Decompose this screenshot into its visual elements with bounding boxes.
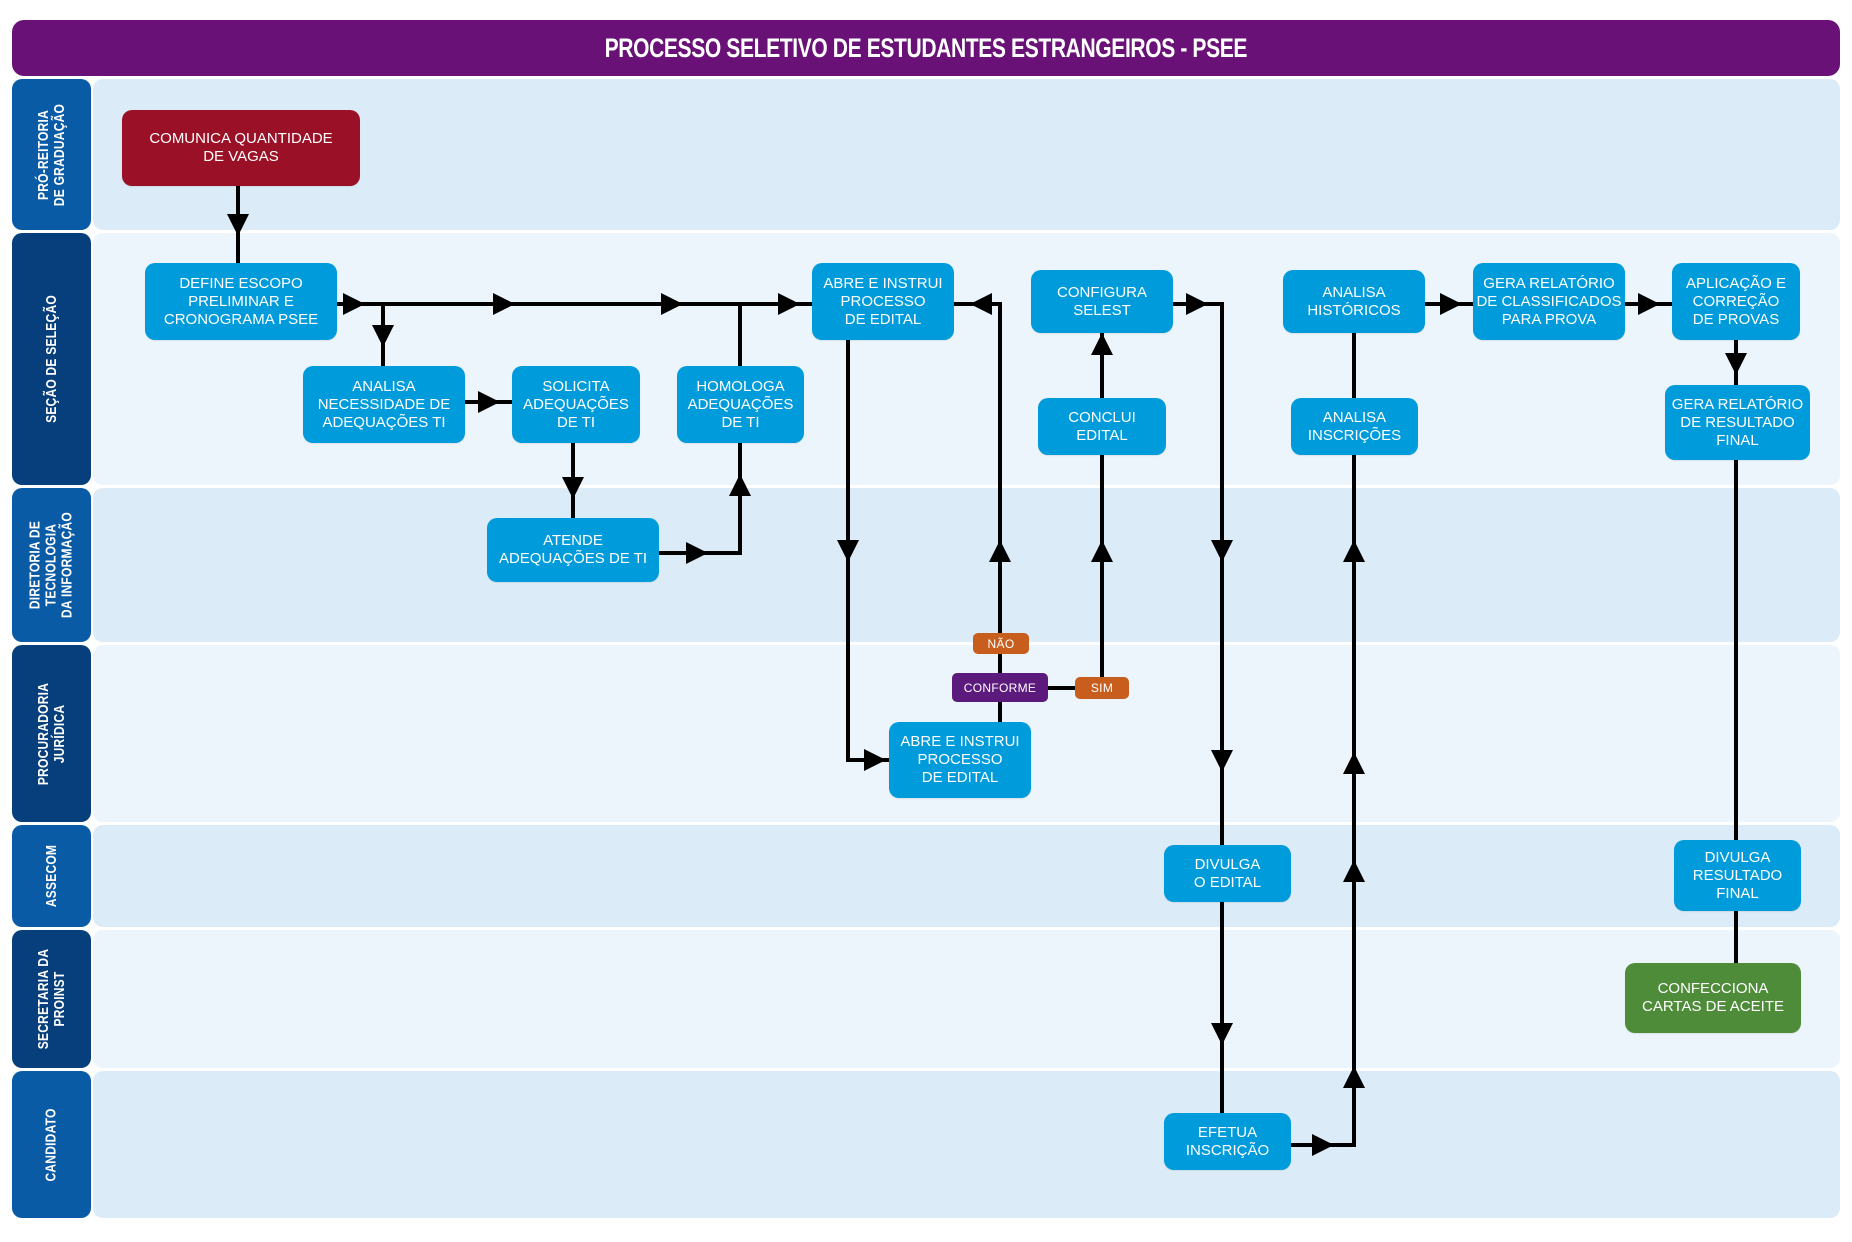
node-homologa-adequacoes[interactable]: HOMOLOGA ADEQUAÇÕES DE TI [677, 366, 804, 443]
node-abre-instrui-secao[interactable]: ABRE E INSTRUI PROCESSO DE EDITAL [812, 263, 954, 340]
node-define-escopo[interactable]: DEFINE ESCOPO PRELIMINAR E CRONOGRAMA PS… [145, 263, 337, 340]
lane-body-proreitoria [93, 79, 1840, 230]
node-label: DIVULGA O EDITAL [1193, 855, 1262, 891]
decision-label: CONFORME [963, 680, 1037, 695]
node-label: CONFIGURA SELEST [1057, 283, 1147, 319]
node-abre-instrui-procuradoria[interactable]: ABRE E INSTRUI PROCESSO DE EDITAL [889, 722, 1031, 798]
node-configura-selest[interactable]: CONFIGURA SELEST [1031, 270, 1173, 333]
node-label: DEFINE ESCOPO PRELIMINAR E CRONOGRAMA PS… [163, 274, 319, 328]
lane-header-assecom: ASSECOM [12, 825, 91, 927]
node-analisa-inscricoes[interactable]: ANALISA INSCRIÇÕES [1291, 398, 1418, 455]
lane-body-candidato [93, 1071, 1840, 1218]
branch-label-sim: SIM [1075, 677, 1129, 699]
node-label: DIVULGA RESULTADO FINAL [1692, 848, 1783, 902]
node-label: GERA RELATÓRIO DE CLASSIFICADOS PARA PRO… [1476, 274, 1622, 328]
node-label: SOLICITA ADEQUAÇÕES DE TI [523, 377, 629, 431]
node-label: HOMOLOGA ADEQUAÇÕES DE TI [687, 377, 794, 431]
node-solicita-adequacoes[interactable]: SOLICITA ADEQUAÇÕES DE TI [512, 366, 640, 443]
diagram-title: PROCESSO SELETIVO DE ESTUDANTES ESTRANGE… [604, 32, 1248, 63]
node-gera-relatorio-resultado[interactable]: GERA RELATÓRIO DE RESULTADO FINAL [1665, 385, 1810, 460]
node-label: CONCLUI EDITAL [1068, 408, 1136, 444]
node-label: ANALISA NECESSIDADE DE ADEQUAÇÕES TI [317, 377, 451, 431]
node-analisa-necessidade[interactable]: ANALISA NECESSIDADE DE ADEQUAÇÕES TI [303, 366, 465, 443]
lane-header-procuradoria: PROCURADORIA JURÍDICA [12, 645, 91, 822]
title-bar: PROCESSO SELETIVO DE ESTUDANTES ESTRANGE… [12, 20, 1840, 76]
edge-configura-divulga [1173, 302, 1224, 845]
lane-header-candidato: CANDIDATO [12, 1071, 91, 1218]
node-gera-relatorio-classificados[interactable]: GERA RELATÓRIO DE CLASSIFICADOS PARA PRO… [1473, 263, 1625, 340]
lane-body-dti [93, 488, 1840, 642]
lane-header-dti: DIRETORIA DE TECNOLOGIA DA INFORMAÇÃO [12, 488, 91, 642]
node-conclui-edital[interactable]: CONCLUI EDITAL [1038, 398, 1166, 455]
node-efetua-inscricao[interactable]: EFETUA INSCRIÇÃO [1164, 1113, 1291, 1170]
node-label: ABRE E INSTRUI PROCESSO DE EDITAL [823, 274, 943, 328]
edge-efetua-inscricoes [1291, 455, 1356, 1147]
edge-nao-abre [954, 302, 1002, 673]
node-analisa-historicos[interactable]: ANALISA HISTÓRICOS [1283, 270, 1425, 333]
node-confecciona-cartas[interactable]: CONFECCIONA CARTAS DE ACEITE [1625, 963, 1801, 1033]
lane-body-secretaria [93, 930, 1840, 1068]
node-label: APLICAÇÃO E CORREÇÃO DE PROVAS [1685, 274, 1787, 328]
branch-label-text: NÃO [987, 636, 1015, 651]
edge-abre-down [846, 340, 889, 762]
lane-body-assecom [93, 825, 1840, 927]
lane-header-proreitoria: PRÓ-REITORIA DE GRADUAÇÃO [12, 79, 91, 230]
node-label: EFETUA INSCRIÇÃO [1185, 1123, 1270, 1159]
lane-header-secretaria: SECRETARIA DA PROINST [12, 930, 91, 1068]
branch-label-text: SIM [1090, 681, 1114, 695]
lane-header-secao-selecao: SEÇÃO DE SELEÇÃO [12, 233, 91, 485]
edge-atende-homologa [659, 443, 742, 555]
node-label: ANALISA HISTÓRICOS [1307, 283, 1401, 319]
node-label: COMUNICA QUANTIDADE DE VAGAS [149, 130, 333, 165]
node-divulga-resultado[interactable]: DIVULGA RESULTADO FINAL [1674, 840, 1801, 911]
node-label: GERA RELATÓRIO DE RESULTADO FINAL [1671, 395, 1804, 449]
node-atende-adequacoes[interactable]: ATENDE ADEQUAÇÕES DE TI [487, 518, 659, 582]
node-divulga-edital[interactable]: DIVULGA O EDITAL [1164, 845, 1291, 902]
node-label: ABRE E INSTRUI PROCESSO DE EDITAL [900, 733, 1020, 786]
node-label: ANALISA INSCRIÇÕES [1307, 408, 1402, 444]
node-comunica-quantidade-vagas[interactable]: COMUNICA QUANTIDADE DE VAGAS [122, 110, 360, 186]
decision-conforme[interactable]: CONFORME [952, 673, 1048, 702]
node-aplicacao-correcao[interactable]: APLICAÇÃO E CORREÇÃO DE PROVAS [1672, 263, 1800, 340]
branch-label-nao: NÃO [973, 633, 1029, 654]
node-label: ATENDE ADEQUAÇÕES DE TI [498, 532, 648, 567]
node-label: CONFECCIONA CARTAS DE ACEITE [1642, 980, 1784, 1015]
